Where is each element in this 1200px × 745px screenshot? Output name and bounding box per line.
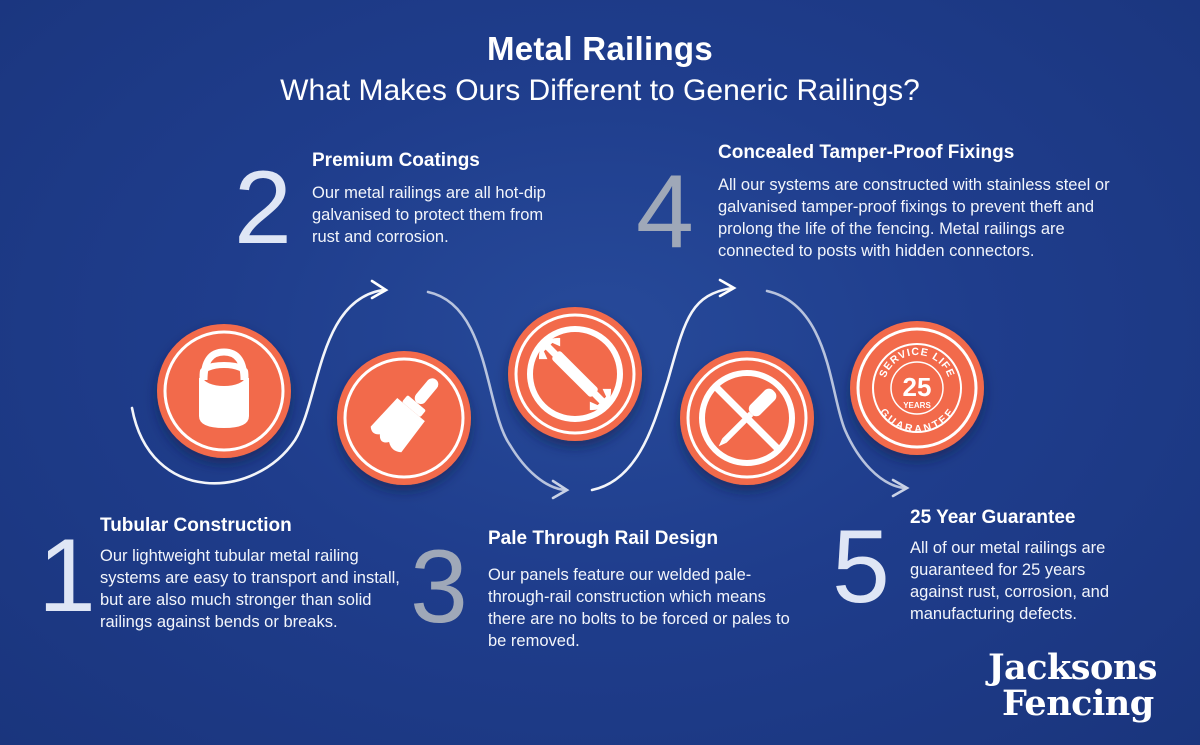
page-title: Metal Railings	[486, 30, 714, 67]
arrow-4-to-5	[765, 289, 906, 490]
step-4-heading: Concealed Tamper-Proof Fixings	[718, 142, 1015, 163]
step-4-number: 4	[636, 154, 694, 270]
step-2-number: 2	[234, 150, 292, 266]
step-1-text: Our lightweight tubular metal railing sy…	[100, 547, 400, 631]
flow-arrows	[130, 278, 910, 500]
arrow-2-to-3	[426, 290, 567, 492]
badge-guarantee	[850, 321, 984, 455]
step-3-heading: Pale Through Rail Design	[488, 528, 719, 549]
arrow-head-4	[891, 478, 910, 498]
arrow-head-1	[370, 279, 389, 300]
step-1-number: 1	[38, 518, 96, 634]
seal-number: 25	[903, 372, 932, 402]
step-5-heading: 25 Year Guarantee	[910, 507, 1076, 528]
step-5-number: 5	[832, 509, 890, 625]
arrow-1-to-2	[130, 288, 385, 485]
seal-unit: YEARS	[903, 401, 931, 410]
paintbrush-icon	[370, 378, 439, 453]
jacksons-fencing-logo[interactable]: Jacksons Fencing	[988, 650, 1178, 722]
logo-line-1: Jacksons	[988, 647, 1158, 688]
step-2-text: Our metal railings are all hot-dip galva…	[312, 184, 546, 246]
no-wrench-icon	[527, 326, 623, 422]
arrow-3-to-4	[590, 286, 734, 492]
tube-icon	[196, 344, 252, 428]
arrow-head-3	[718, 278, 737, 298]
logo-line-2: Fencing	[1002, 683, 1154, 724]
step-4-text: All our systems are constructed with sta…	[718, 176, 1110, 260]
page-subtitle: What Makes Ours Different to Generic Rai…	[280, 74, 920, 107]
step-3-text: Our panels feature our welded pale-throu…	[488, 566, 790, 650]
step-2-heading: Premium Coatings	[312, 150, 480, 171]
step-1-heading: Tubular Construction	[100, 515, 292, 536]
arrow-head-2	[551, 479, 570, 500]
step-3-number: 3	[410, 529, 468, 645]
no-screwdriver-icon	[699, 370, 795, 466]
step-5-text: All of our metal railings are guaranteed…	[910, 539, 1110, 623]
